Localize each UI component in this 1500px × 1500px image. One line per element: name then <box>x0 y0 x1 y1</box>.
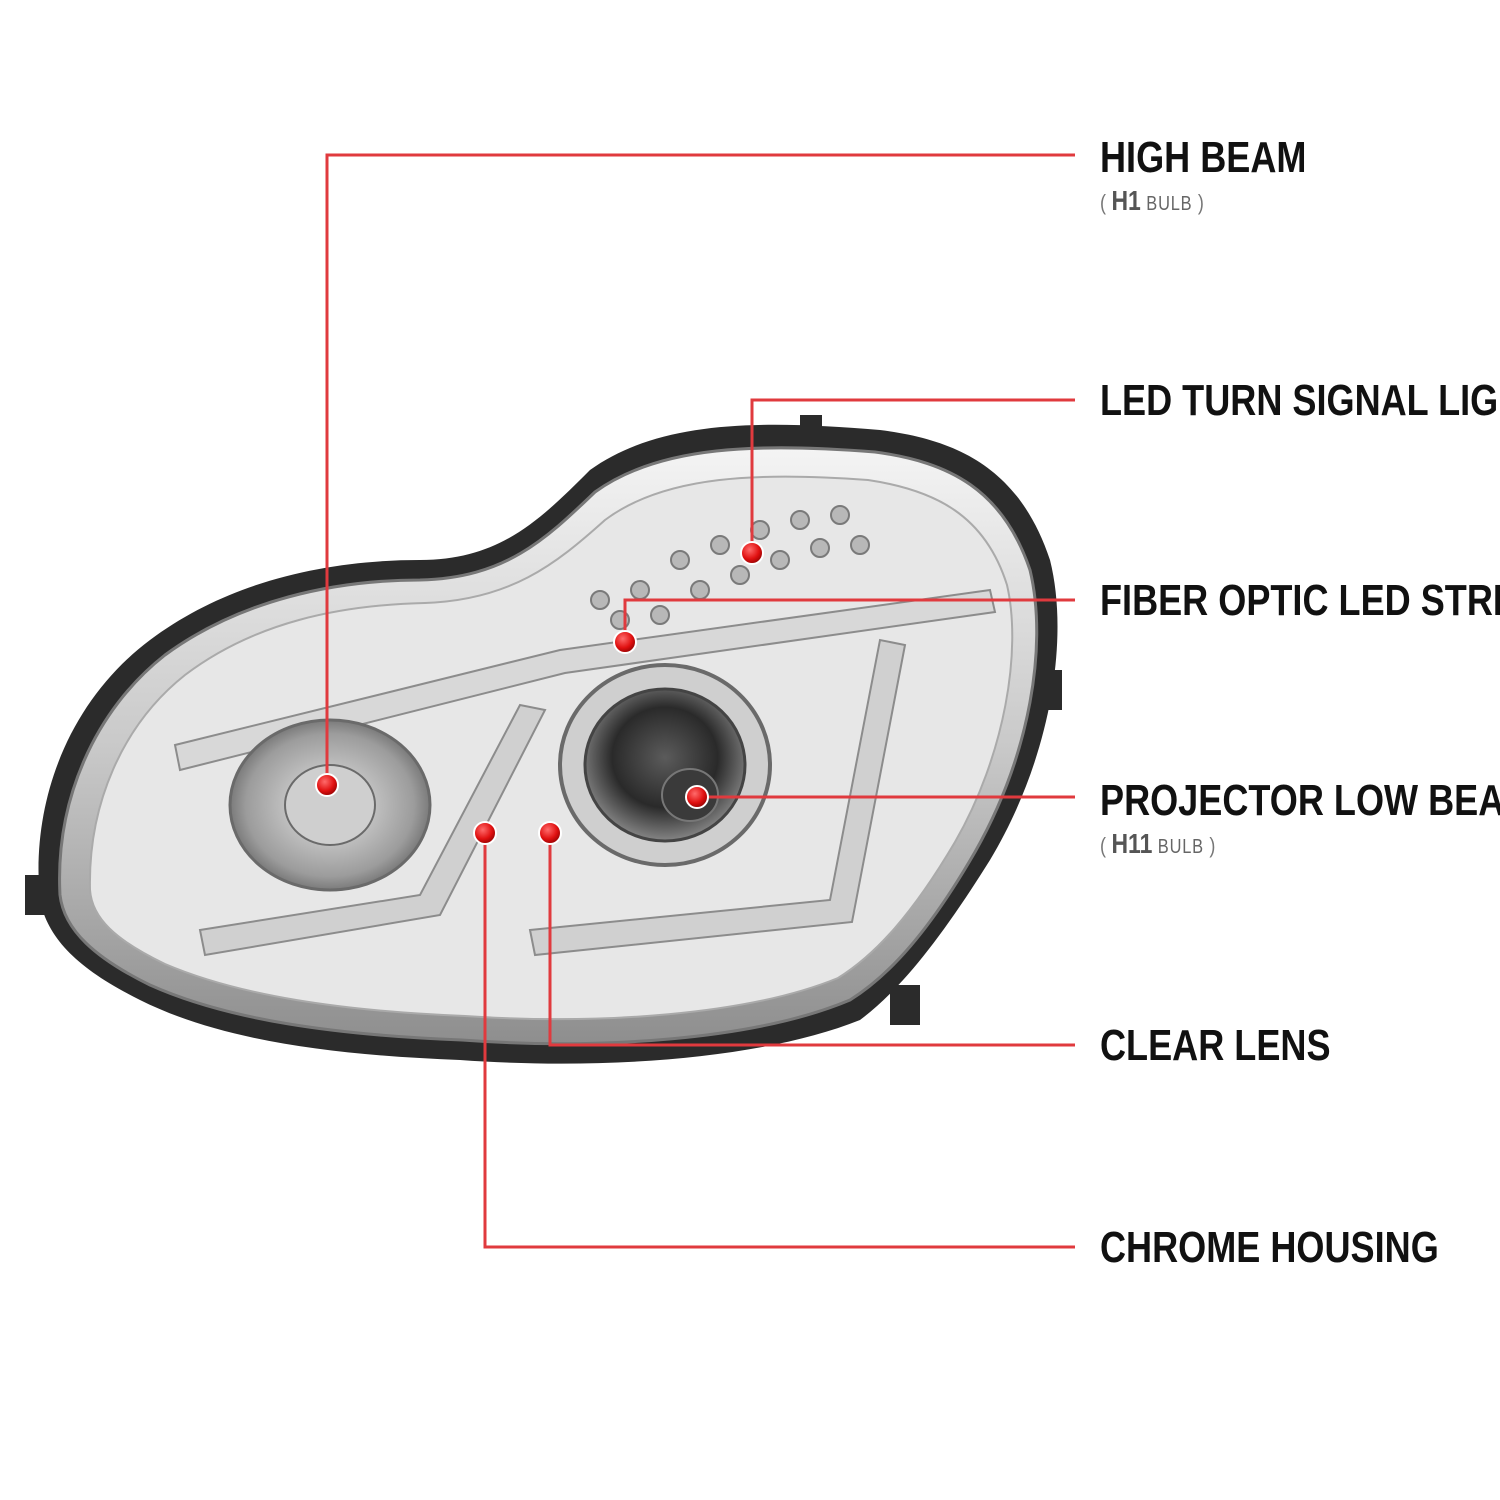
callout-dots <box>315 541 764 845</box>
fiber-optic-dot <box>613 630 637 654</box>
chrome-housing-dot <box>473 821 497 845</box>
label-high-beam: HIGH BEAM ( H1 BULB ) <box>1100 134 1306 219</box>
clear-lens-leader <box>548 833 1075 1047</box>
high-beam-leader <box>325 153 1075 785</box>
label-led-turn-signal-title: LED TURN SIGNAL LIGHT <box>1100 376 1500 425</box>
led-cluster <box>590 505 870 630</box>
fiber-optic-leader <box>623 598 1075 642</box>
label-chrome-housing-title: CHROME HOUSING <box>1100 1223 1439 1272</box>
label-projector-low-beam: PROJECTOR LOW BEAM ( H11 BULB ) <box>1100 777 1500 862</box>
headlight-illustration <box>25 415 1062 1064</box>
label-clear-lens-title: CLEAR LENS <box>1100 1021 1331 1070</box>
led-turn-signal-leader <box>750 398 1075 553</box>
label-projector-low-beam-title: PROJECTOR LOW BEAM <box>1100 776 1500 825</box>
high-beam-dot <box>315 773 339 797</box>
label-clear-lens: CLEAR LENS <box>1100 1022 1331 1070</box>
label-chrome-housing: CHROME HOUSING <box>1100 1224 1439 1272</box>
clear-lens-dot <box>538 821 562 845</box>
projector-low-beam-dot <box>685 785 709 809</box>
fiber-optic-strip-bar <box>173 588 997 772</box>
callout-lines <box>325 153 1075 1249</box>
right-l-bar <box>528 638 907 957</box>
label-led-turn-signal: LED TURN SIGNAL LIGHT <box>1100 377 1500 425</box>
led-turn-signal-dot <box>740 541 764 565</box>
label-fiber-optic-strip: FIBER OPTIC LED STRIP <box>1100 577 1500 625</box>
label-fiber-optic-strip-title: FIBER OPTIC LED STRIP <box>1100 576 1500 625</box>
label-projector-low-beam-bulb: ( H11 BULB ) <box>1100 828 1216 859</box>
label-high-beam-title: HIGH BEAM <box>1100 133 1307 182</box>
chrome-housing-leader <box>483 833 1075 1249</box>
label-high-beam-bulb: ( H1 BULB ) <box>1100 185 1204 216</box>
